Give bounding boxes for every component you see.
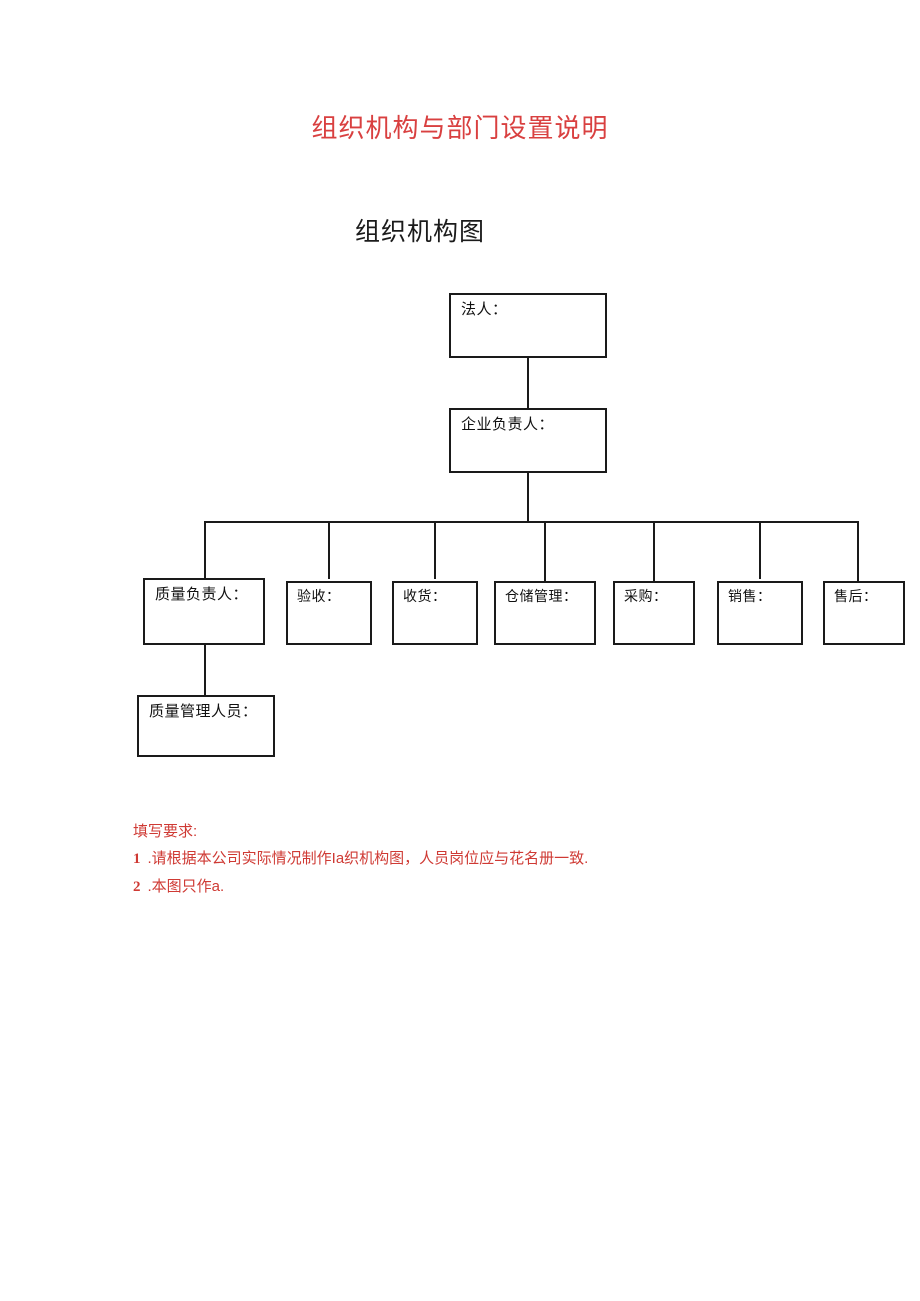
org-node-acceptance[interactable]: 验收： bbox=[286, 581, 372, 645]
org-node-legal-person-label: 法人： bbox=[461, 302, 508, 318]
org-node-goods-receipt-label: 收货： bbox=[403, 590, 447, 605]
org-node-quality-manager[interactable]: 质量负责人： bbox=[143, 578, 265, 645]
notes-heading: 填写要求: bbox=[133, 823, 198, 840]
connector-bus-to-dept-7 bbox=[857, 521, 859, 581]
org-node-legal-person[interactable]: 法人： bbox=[449, 293, 607, 358]
connector-enterprise-head-to-bus bbox=[527, 472, 529, 523]
org-node-procurement-label: 采购： bbox=[624, 590, 668, 605]
org-node-sales[interactable]: 销售： bbox=[717, 581, 803, 645]
note-item-1-text: .请根据本公司实际情况制作Ia织机构图，人员岗位应与花名册一致. bbox=[147, 850, 589, 867]
org-node-warehouse-management[interactable]: 仓储管理： bbox=[494, 581, 596, 645]
connector-bus-to-dept-6 bbox=[759, 521, 761, 579]
note-item-1: 1 .请根据本公司实际情况制作Ia织机构图，人员岗位应与花名册一致. bbox=[133, 845, 693, 873]
org-node-goods-receipt[interactable]: 收货： bbox=[392, 581, 478, 645]
org-node-after-sales[interactable]: 售后： bbox=[823, 581, 905, 645]
note-item-2: 2 .本图只作a. bbox=[133, 873, 693, 901]
note-item-2-number: 2 bbox=[133, 879, 141, 895]
org-node-enterprise-head-label: 企业负责人： bbox=[461, 417, 555, 433]
connector-bus-to-dept-2 bbox=[328, 521, 330, 579]
org-node-acceptance-label: 验收： bbox=[297, 590, 341, 605]
org-node-warehouse-management-label: 仓储管理： bbox=[505, 590, 578, 605]
connector-bus-bar bbox=[204, 521, 859, 523]
org-node-sales-label: 销售： bbox=[728, 590, 772, 605]
note-item-2-text: .本图只作a. bbox=[147, 878, 225, 895]
connector-bus-to-dept-5 bbox=[653, 521, 655, 581]
org-node-quality-staff[interactable]: 质量管理人员： bbox=[137, 695, 275, 757]
notes-block: 填写要求: 1.请根据本公司实际情况制作Ia织机构图，人员岗位应与花名册一致. … bbox=[133, 818, 693, 901]
org-node-quality-manager-label: 质量负责人： bbox=[155, 587, 249, 603]
connector-bus-to-dept-1 bbox=[204, 521, 206, 579]
org-node-procurement[interactable]: 采购： bbox=[613, 581, 695, 645]
connector-bus-to-dept-3 bbox=[434, 521, 436, 579]
page-title: 组织机构与部门设置说明 bbox=[311, 114, 609, 143]
org-node-quality-staff-label: 质量管理人员： bbox=[149, 704, 258, 720]
chart-title: 组织机构图 bbox=[354, 218, 485, 246]
org-node-enterprise-head[interactable]: 企业负责人： bbox=[449, 408, 607, 473]
org-node-after-sales-label: 售后： bbox=[834, 590, 878, 605]
note-item-1-number: 1 bbox=[133, 851, 141, 867]
connector-bus-to-dept-4 bbox=[544, 521, 546, 581]
connector-quality-manager-to-quality-staff bbox=[204, 644, 206, 696]
connector-legal-person-to-enterprise-head bbox=[527, 357, 529, 409]
